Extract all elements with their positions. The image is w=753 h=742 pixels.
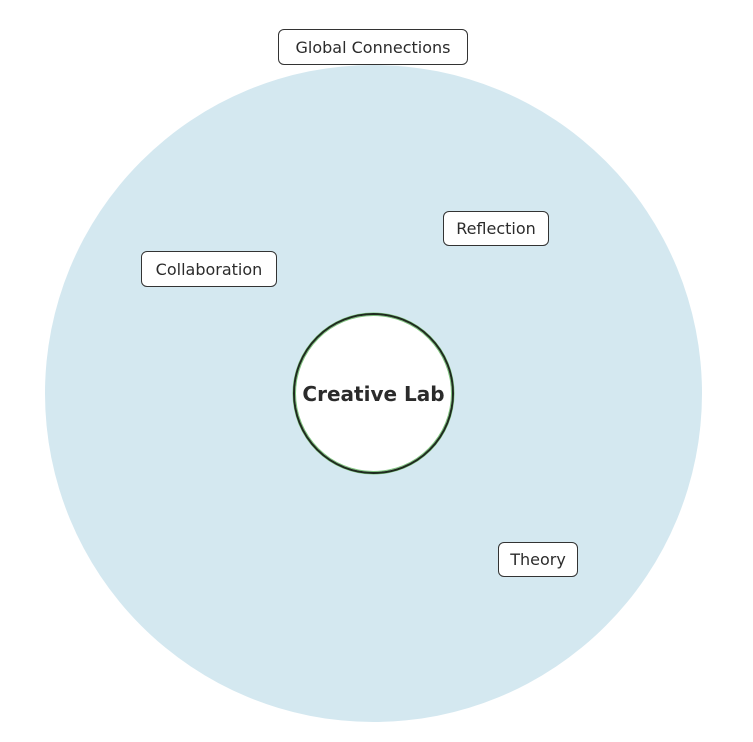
node-theory[interactable]: Theory xyxy=(498,542,578,577)
center-node[interactable]: Creative Lab xyxy=(293,313,454,474)
node-collaboration[interactable]: Collaboration xyxy=(141,251,277,287)
center-node-label: Creative Lab xyxy=(302,381,445,406)
node-reflection[interactable]: Reflection xyxy=(443,211,549,246)
node-global-connections[interactable]: Global Connections xyxy=(278,29,468,65)
